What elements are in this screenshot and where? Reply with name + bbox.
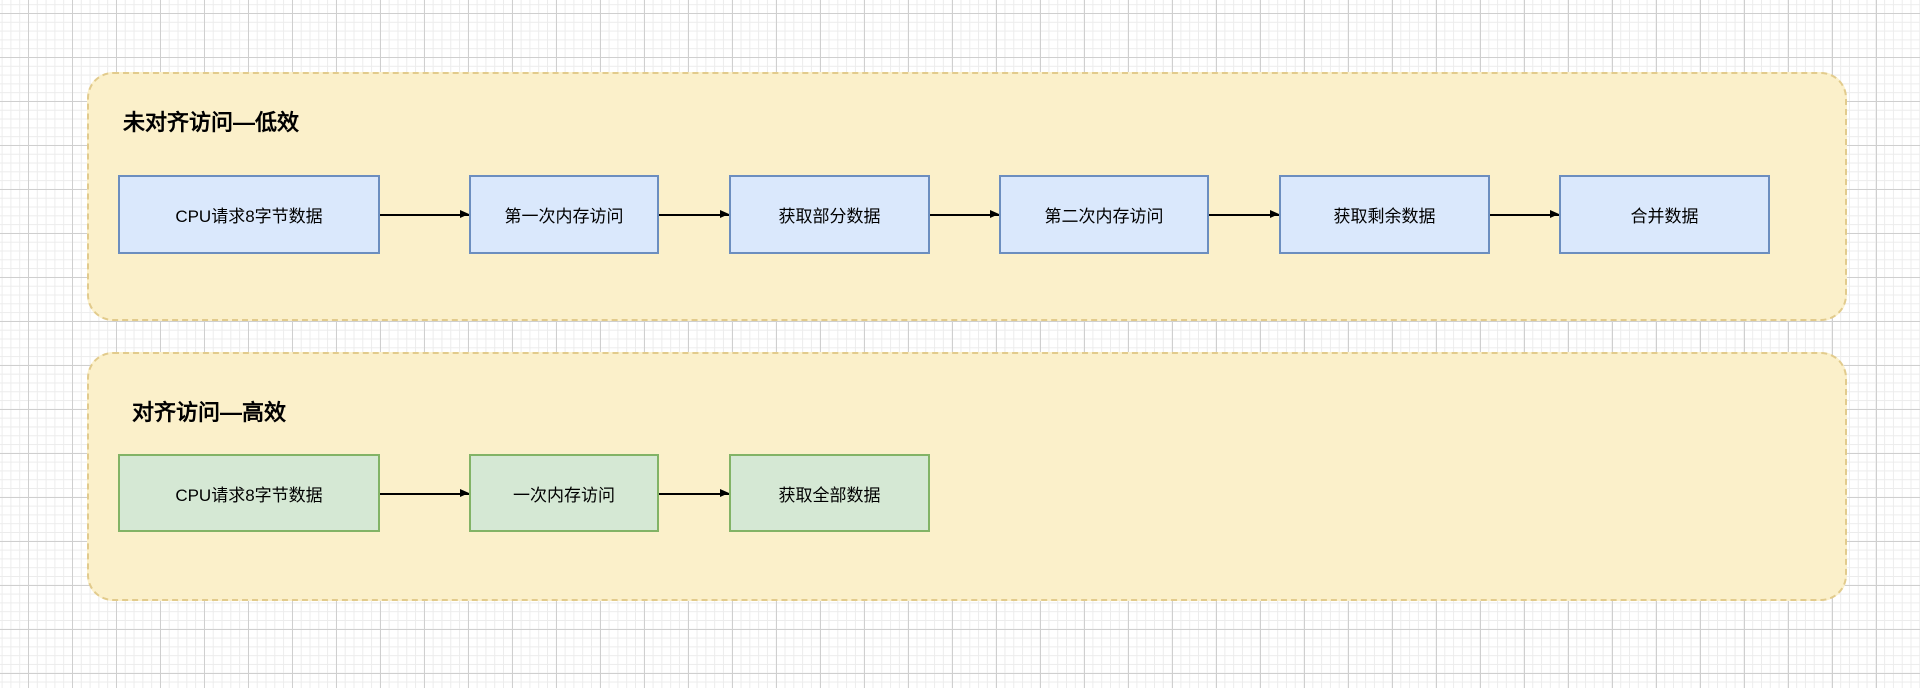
flow-arrow[interactable] — [380, 490, 469, 496]
node-get-partial-data[interactable]: 获取部分数据 — [729, 175, 930, 254]
flow-arrow[interactable] — [380, 211, 469, 217]
node-single-memory-access[interactable]: 一次内存访问 — [469, 454, 659, 532]
node-second-memory-access[interactable]: 第二次内存访问 — [999, 175, 1209, 254]
node-get-all-data[interactable]: 获取全部数据 — [729, 454, 930, 532]
flow-arrow[interactable] — [659, 211, 729, 217]
group-unaligned-title: 未对齐访问—低效 — [123, 110, 300, 135]
flow-arrow[interactable] — [659, 490, 729, 496]
node-first-memory-access[interactable]: 第一次内存访问 — [469, 175, 659, 254]
node-cpu-request-8bytes-unaligned[interactable]: CPU请求8字节数据 — [118, 175, 380, 254]
flow-arrow[interactable] — [930, 211, 999, 217]
flow-arrow[interactable] — [1209, 211, 1279, 217]
group-aligned-access[interactable]: 对齐访问—高效 CPU请求8字节数据 一次内存访问 获取全部数据 — [87, 352, 1847, 601]
group-unaligned-access[interactable]: 未对齐访问—低效 CPU请求8字节数据 第一次内存访问 获取部分数据 第二次内存… — [87, 72, 1847, 321]
flow-arrow[interactable] — [1490, 211, 1559, 217]
node-cpu-request-8bytes-aligned[interactable]: CPU请求8字节数据 — [118, 454, 380, 532]
node-get-remaining-data[interactable]: 获取剩余数据 — [1279, 175, 1490, 254]
node-merge-data[interactable]: 合并数据 — [1559, 175, 1770, 254]
group-aligned-title: 对齐访问—高效 — [132, 400, 287, 425]
